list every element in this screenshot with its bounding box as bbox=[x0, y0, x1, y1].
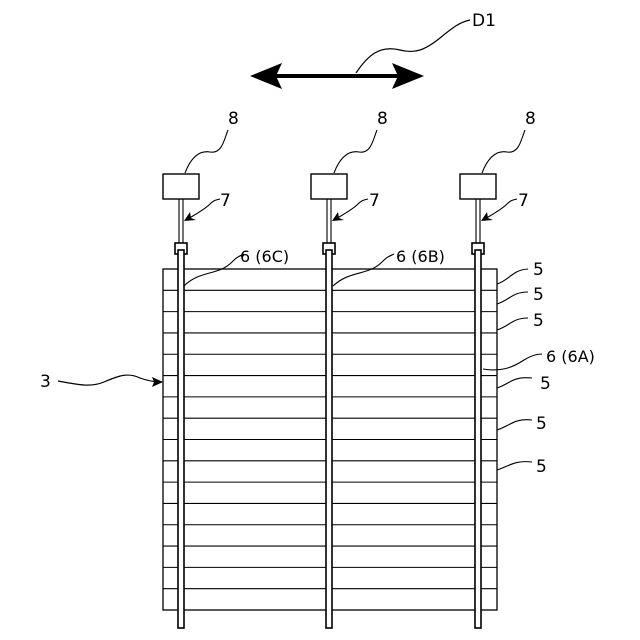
rod bbox=[178, 250, 184, 628]
label-slat-1: 5 bbox=[533, 260, 544, 280]
rod-assembly-2 bbox=[311, 174, 347, 628]
leader-line-actuator-3 bbox=[482, 130, 525, 173]
leader-line-rod-a bbox=[483, 354, 542, 370]
rod-assembly-1 bbox=[163, 174, 199, 628]
leader-line-actuator-2 bbox=[334, 130, 377, 173]
leader-line-connector-2 bbox=[334, 199, 368, 220]
rod bbox=[326, 250, 332, 628]
arrow-head-connector-3 bbox=[481, 212, 493, 221]
label-slat-4: 5 bbox=[540, 374, 551, 394]
leader-line-slat-5 bbox=[497, 420, 532, 430]
label-actuator-2: 8 bbox=[377, 109, 388, 129]
arrow-head-connector-1 bbox=[184, 212, 196, 221]
label-rod-b: 6 (6B) bbox=[396, 247, 445, 266]
leader-line-d1 bbox=[356, 20, 470, 73]
leader-line-connector-1 bbox=[186, 199, 220, 220]
leader-line-rod-b bbox=[333, 254, 394, 286]
rod-assemblies bbox=[163, 174, 496, 628]
rod-assembly-3 bbox=[460, 174, 496, 628]
rod bbox=[475, 250, 481, 628]
direction-arrow-d1: D1 bbox=[250, 11, 496, 89]
label-slat-3: 5 bbox=[533, 311, 544, 331]
leader-line-assembly bbox=[58, 375, 162, 385]
label-slat-5: 5 bbox=[536, 414, 547, 434]
leader-line-slat-1 bbox=[497, 269, 528, 284]
actuator-box bbox=[460, 174, 496, 199]
actuator-callouts: 8 8 8 bbox=[185, 109, 536, 173]
leader-line-slat-4 bbox=[497, 378, 532, 388]
label-actuator-1: 8 bbox=[228, 109, 239, 129]
actuator-box bbox=[163, 174, 199, 199]
label-actuator-3: 8 bbox=[525, 109, 536, 129]
leader-line-slat-3 bbox=[497, 318, 528, 330]
label-d1: D1 bbox=[472, 11, 496, 31]
label-connector-3: 7 bbox=[518, 191, 529, 211]
label-rod-a: 6 (6A) bbox=[546, 347, 595, 366]
label-slat-2: 5 bbox=[533, 285, 544, 305]
label-slat-6: 5 bbox=[536, 457, 547, 477]
label-rod-c: 6 (6C) bbox=[240, 247, 289, 266]
leader-line-rod-c bbox=[184, 254, 244, 286]
leader-line-actuator-1 bbox=[185, 130, 228, 173]
leader-line-connector-3 bbox=[483, 199, 517, 220]
leader-line-slat-2 bbox=[497, 292, 528, 304]
assembly-callout: 3 bbox=[40, 372, 163, 392]
label-connector-1: 7 bbox=[220, 191, 231, 211]
leader-line-slat-6 bbox=[497, 462, 532, 470]
arrow-head-connector-2 bbox=[332, 212, 344, 221]
label-assembly: 3 bbox=[40, 372, 51, 392]
label-connector-2: 7 bbox=[369, 191, 380, 211]
actuator-box bbox=[311, 174, 347, 199]
